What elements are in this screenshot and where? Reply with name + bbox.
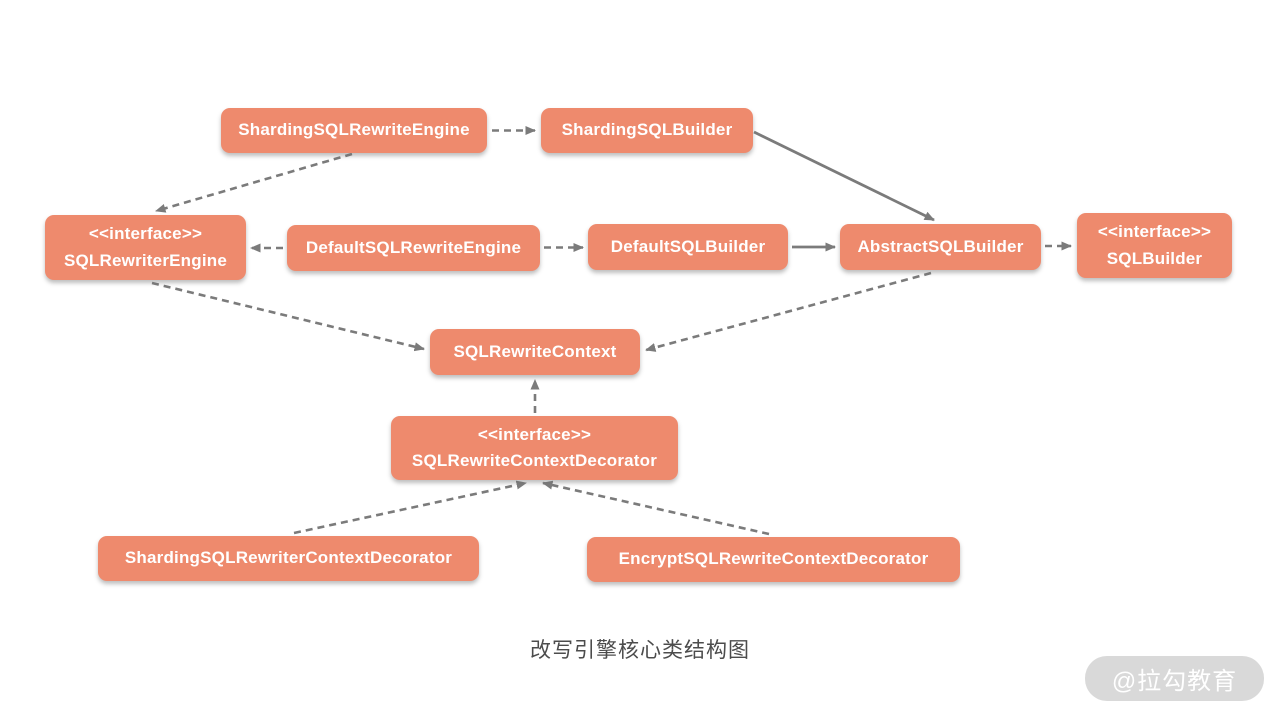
class-node-default-sql-rewrite-engine: DefaultSQLRewriteEngine — [287, 225, 540, 271]
diagram-caption: 改写引擎核心类结构图 — [530, 639, 750, 662]
watermark-text: @拉勾教育 — [1111, 668, 1238, 695]
class-node-label: DefaultSQLRewriteEngine — [305, 237, 522, 257]
edge-encrypt-decorator-to-decorator-interface — [542, 480, 770, 536]
class-node-label: SQLRewriterEngine — [63, 250, 228, 270]
interface-stereotype: <<interface>> — [477, 424, 592, 444]
class-node-label: DefaultSQLBuilder — [610, 236, 766, 256]
class-node-sharding-sql-builder: ShardingSQLBuilder — [541, 108, 753, 153]
edge-sharding-decorator-to-decorator-interface — [293, 480, 527, 535]
edge-rewriter-engine-interface-to-rewrite-context — [151, 281, 425, 352]
interface-node-sql-rewriter-engine: <<interface>> SQLRewriterEngine — [45, 215, 246, 280]
class-node-label: SQLRewriteContext — [453, 341, 617, 361]
interface-node-sql-rewrite-context-decorator: <<interface>> SQLRewriteContextDecorator — [391, 416, 678, 480]
interface-stereotype: <<interface>> — [88, 224, 203, 244]
class-node-label: AbstractSQLBuilder — [857, 236, 1024, 256]
class-node-label: ShardingSQLBuilder — [561, 120, 733, 140]
interface-stereotype: <<interface>> — [1097, 222, 1212, 242]
class-node-label: SQLRewriteContextDecorator — [411, 451, 658, 470]
edge-abstract-builder-to-rewrite-context — [645, 271, 932, 352]
edge-sharding-builder-to-abstract-builder — [753, 130, 935, 222]
class-node-label: SQLBuilder — [1106, 248, 1203, 268]
class-node-encrypt-sql-rewrite-context-decorator: EncryptSQLRewriteContextDecorator — [587, 537, 960, 582]
class-node-sql-rewrite-context: SQLRewriteContext — [430, 329, 640, 375]
class-node-default-sql-builder: DefaultSQLBuilder — [588, 224, 788, 270]
class-node-sharding-sql-rewriter-context-decorator: ShardingSQLRewriterContextDecorator — [98, 536, 479, 581]
class-node-label: EncryptSQLRewriteContextDecorator — [618, 549, 929, 569]
class-node-sharding-sql-rewrite-engine: ShardingSQLRewriteEngine — [221, 108, 487, 153]
class-node-label: ShardingSQLRewriteEngine — [238, 120, 470, 140]
class-node-abstract-sql-builder: AbstractSQLBuilder — [840, 224, 1041, 270]
class-node-label: ShardingSQLRewriterContextDecorator — [124, 548, 453, 568]
interface-node-sql-builder: <<interface>> SQLBuilder — [1077, 213, 1232, 278]
watermark-badge: @拉勾教育 — [1085, 656, 1264, 701]
edge-sharding-rewrite-engine-to-rewriter-engine-interface — [155, 152, 353, 213]
